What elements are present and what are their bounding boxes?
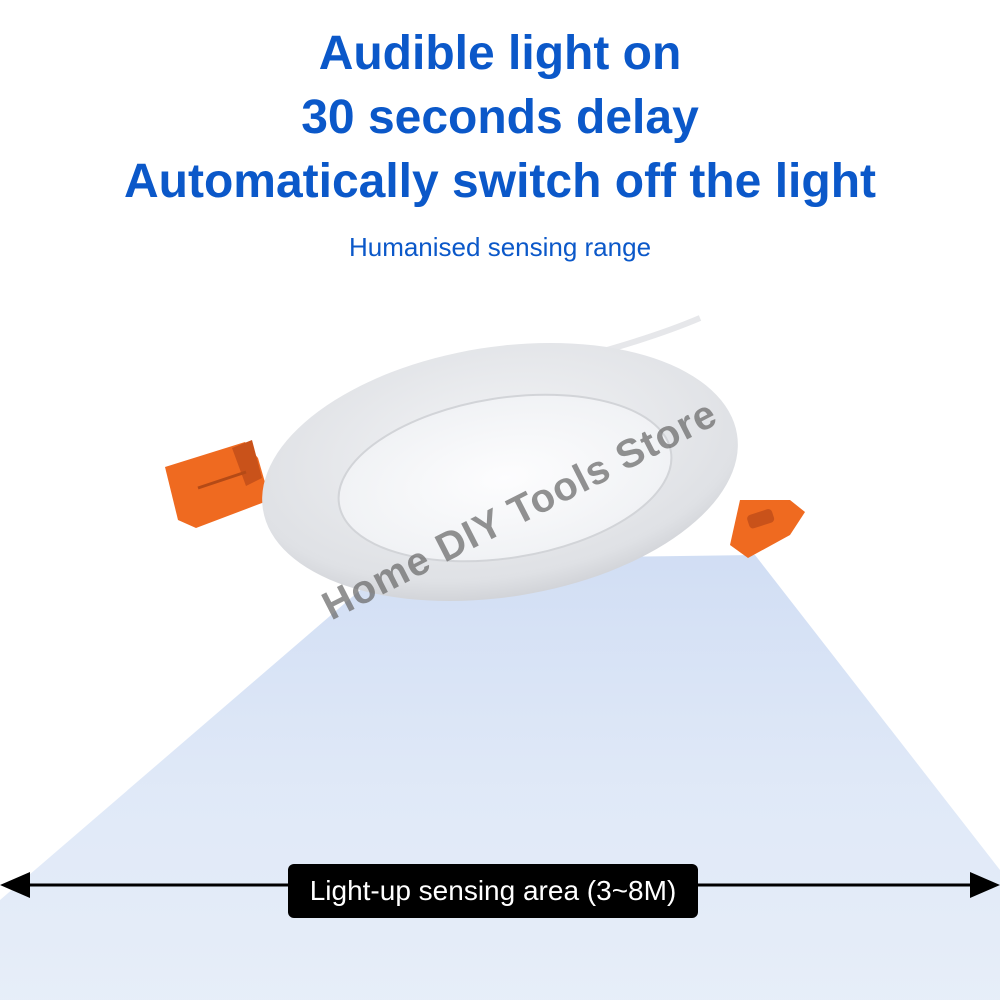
headline-line-2: 30 seconds delay xyxy=(301,91,699,144)
downlight-panel xyxy=(337,393,673,563)
sensing-beam xyxy=(0,555,1000,1000)
subtitle: Humanised sensing range xyxy=(348,232,652,262)
headline-line-3: Automatically switch off the light xyxy=(123,155,877,208)
headline-line-1: Audible light on xyxy=(318,27,682,80)
arrow-right-icon xyxy=(970,872,1000,898)
sensing-area-label-text: Light-up sensing area (3~8M) xyxy=(309,875,677,906)
left-spring-clip xyxy=(165,440,270,528)
arrow-left-icon xyxy=(0,872,30,898)
power-cable xyxy=(599,315,702,355)
right-spring-clip xyxy=(730,500,805,558)
sensing-area-label: Light-up sensing area (3~8M) xyxy=(288,864,698,918)
